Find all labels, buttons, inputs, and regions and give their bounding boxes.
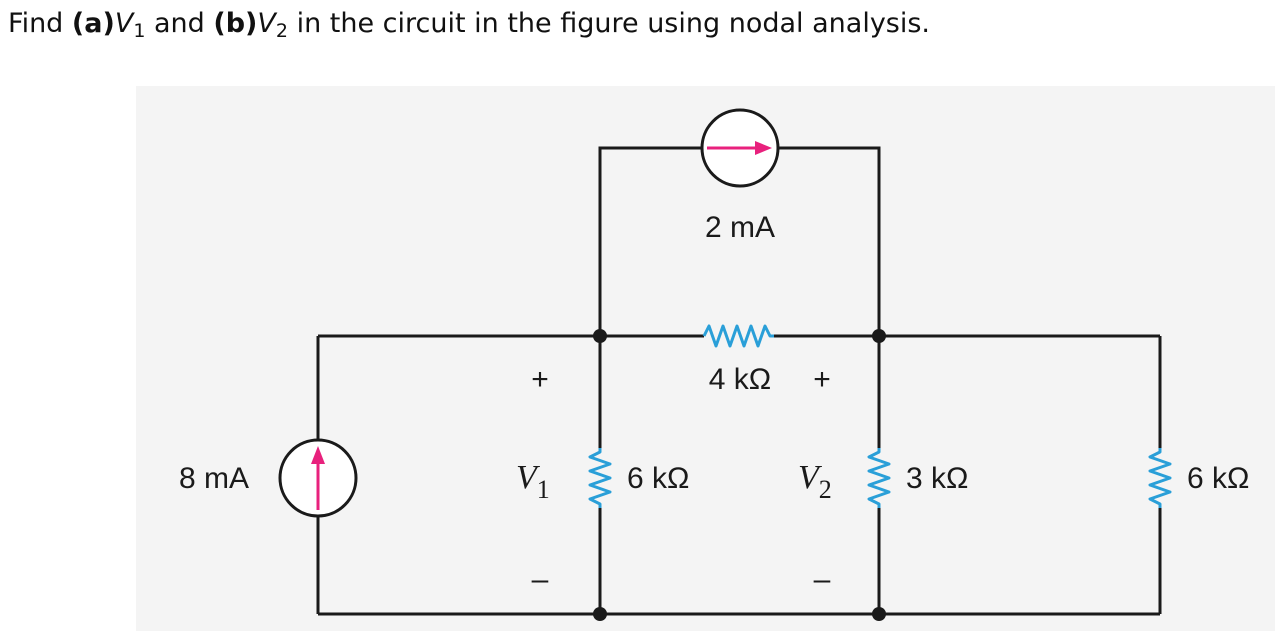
label-source-left: 8 mA <box>179 462 249 495</box>
resistor-6k-v1 <box>588 448 612 508</box>
node-v2-bottom <box>872 607 886 621</box>
node-v2-top <box>872 329 886 343</box>
arrow-up-head-icon <box>311 446 325 464</box>
arrow-right-head-icon <box>755 141 772 155</box>
v1-label: V1 <box>516 459 550 504</box>
v2-label-sub: 2 <box>819 475 832 504</box>
v1-subscript: 1 <box>133 20 146 42</box>
wire-top-left <box>598 146 702 336</box>
label-resistor-right: 6 kΩ <box>1187 462 1249 495</box>
question-rest: in the circuit in the figure using nodal… <box>296 8 931 39</box>
question-text: Find (a)V1 and (b)V2 in the circuit in t… <box>8 8 931 42</box>
and-word: and <box>154 8 205 39</box>
current-source-2ma <box>700 108 780 188</box>
label-resistor-top: 4 kΩ <box>709 363 771 396</box>
nodes <box>593 329 886 621</box>
node-v1-bottom <box>593 607 607 621</box>
find-word: Find <box>8 8 64 39</box>
label-source-top: 2 mA <box>705 211 775 244</box>
v2-plus-sign: + <box>813 363 831 396</box>
wire-top-right <box>778 146 881 336</box>
v1-label-sub: 1 <box>537 475 550 504</box>
current-source-8ma <box>278 438 358 518</box>
label-resistor-v2: 3 kΩ <box>906 462 968 495</box>
v1-variable: V <box>114 8 134 39</box>
v2-variable: V <box>257 8 276 39</box>
circuit-diagram: 2 mA 4 kΩ 8 mA 6 kΩ 3 kΩ 6 kΩ + V1 – + V… <box>179 108 1249 621</box>
resistor-4k <box>702 324 774 348</box>
resistor-3k-v2 <box>867 448 891 508</box>
part-b-label: (b) <box>213 8 258 39</box>
v1-minus-sign: – <box>532 563 549 596</box>
resistor-6k-right <box>1148 448 1172 508</box>
wires <box>316 146 1162 616</box>
v2-subscript: 2 <box>275 20 288 42</box>
label-resistor-v1: 6 kΩ <box>627 462 689 495</box>
part-a-label: (a) <box>71 8 115 39</box>
v2-label: V2 <box>798 459 832 504</box>
v1-plus-sign: + <box>531 363 549 396</box>
node-v1-top <box>593 329 607 343</box>
v2-minus-sign: – <box>814 563 831 596</box>
circuit-figure: 2 mA 4 kΩ 8 mA 6 kΩ 3 kΩ 6 kΩ + V1 – + V… <box>136 86 1275 631</box>
